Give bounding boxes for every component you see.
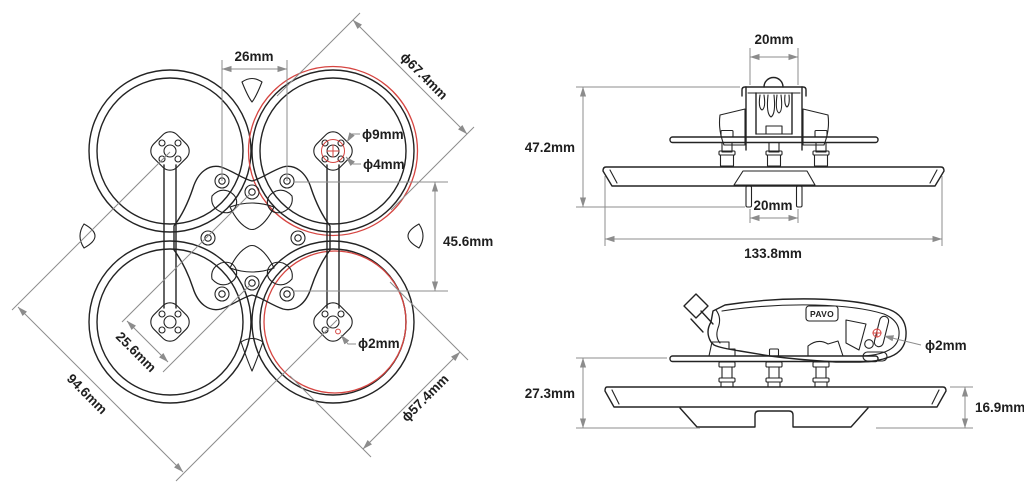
dim-label-25-6mm: 25.6mm xyxy=(113,329,159,375)
motor-bolt-circle-highlight xyxy=(321,139,345,163)
canopy-foot-right xyxy=(807,340,844,357)
side-view: PAVO ϕ2mm 27.3m xyxy=(525,293,1024,429)
nose-slot xyxy=(873,315,890,348)
plate-screws xyxy=(200,173,306,302)
dim-label-20mm-bottom: 20mm xyxy=(753,198,792,213)
dim-label-45-6mm: 45.6mm xyxy=(443,234,493,249)
callout-2mm-side-leader xyxy=(883,335,922,346)
dim-label-20mm-top: 20mm xyxy=(754,32,793,47)
standoffs-side xyxy=(718,348,830,388)
canopy-front xyxy=(718,76,830,151)
nose-facet xyxy=(845,319,867,351)
prop-diameter-circle xyxy=(263,250,407,394)
motor-mounts xyxy=(150,131,353,342)
dim-20mm-bottom-lines xyxy=(749,209,799,223)
dim-label-57-4mm: ϕ57.4mm xyxy=(398,371,451,424)
dim-133-8mm-lines xyxy=(604,176,943,246)
callout-9mm-4mm-leaders xyxy=(345,132,361,166)
duct-outer-diameter-circle xyxy=(247,65,419,237)
dim-47-2mm-lines xyxy=(576,86,745,208)
pavo-badge: PAVO xyxy=(805,305,839,322)
dim-57-4mm-lines xyxy=(289,281,469,458)
duct-bar-side xyxy=(604,386,947,428)
dim-label-27-3mm: 27.3mm xyxy=(525,386,575,401)
side-bracket-right xyxy=(802,108,830,146)
plate-cutouts xyxy=(211,189,293,286)
top-view: 26mm ϕ67.4mm ϕ9mm ϕ4mm 45.6mm 25.6mm xyxy=(11,12,493,482)
canopy-pattern xyxy=(758,94,790,118)
dim-label-2mm-top: ϕ2mm xyxy=(358,336,400,351)
dim-label-2mm-side: ϕ2mm xyxy=(925,338,967,353)
center-plate xyxy=(173,165,331,311)
camera-lens-dome xyxy=(763,76,784,88)
dim-26mm-lines xyxy=(221,60,288,181)
dim-94-6mm-lines xyxy=(11,151,338,482)
canopy-side: PAVO xyxy=(683,293,907,363)
nose-screw xyxy=(864,339,874,349)
battery-mount xyxy=(679,407,869,428)
dim-67-4mm-lines xyxy=(276,12,475,211)
pavo-badge-label: PAVO xyxy=(810,309,834,319)
dim-27-3mm-lines xyxy=(576,357,700,429)
duct-bar-front xyxy=(602,166,945,208)
dim-label-133-8mm: 133.8mm xyxy=(744,246,802,261)
dim-label-4mm: ϕ4mm xyxy=(363,157,405,172)
dim-label-67-4mm: ϕ67.4mm xyxy=(397,49,450,102)
camera-hole-highlight xyxy=(872,328,882,338)
dim-label-26mm: 26mm xyxy=(234,49,273,64)
standoffs-front xyxy=(718,129,830,167)
dim-label-16-9mm: 16.9mm xyxy=(975,400,1024,415)
dim-label-94-6mm: 94.6mm xyxy=(64,371,110,417)
front-view: 20mm 47.2mm 20mm 133.8mm xyxy=(525,32,945,261)
dim-label-9mm: ϕ9mm xyxy=(362,127,404,142)
frame-struts xyxy=(163,164,340,309)
main-plate-front xyxy=(669,136,879,144)
dim-45-6mm-lines xyxy=(293,181,448,292)
dim-16-9mm-lines xyxy=(876,386,973,429)
dim-label-47-2mm: 47.2mm xyxy=(525,140,575,155)
small-hole-highlight xyxy=(335,328,341,335)
dim-20mm-top-lines xyxy=(749,48,799,85)
side-bracket-left xyxy=(718,108,746,146)
antenna-tip xyxy=(683,293,709,319)
callout-2mm-leader xyxy=(340,334,356,345)
